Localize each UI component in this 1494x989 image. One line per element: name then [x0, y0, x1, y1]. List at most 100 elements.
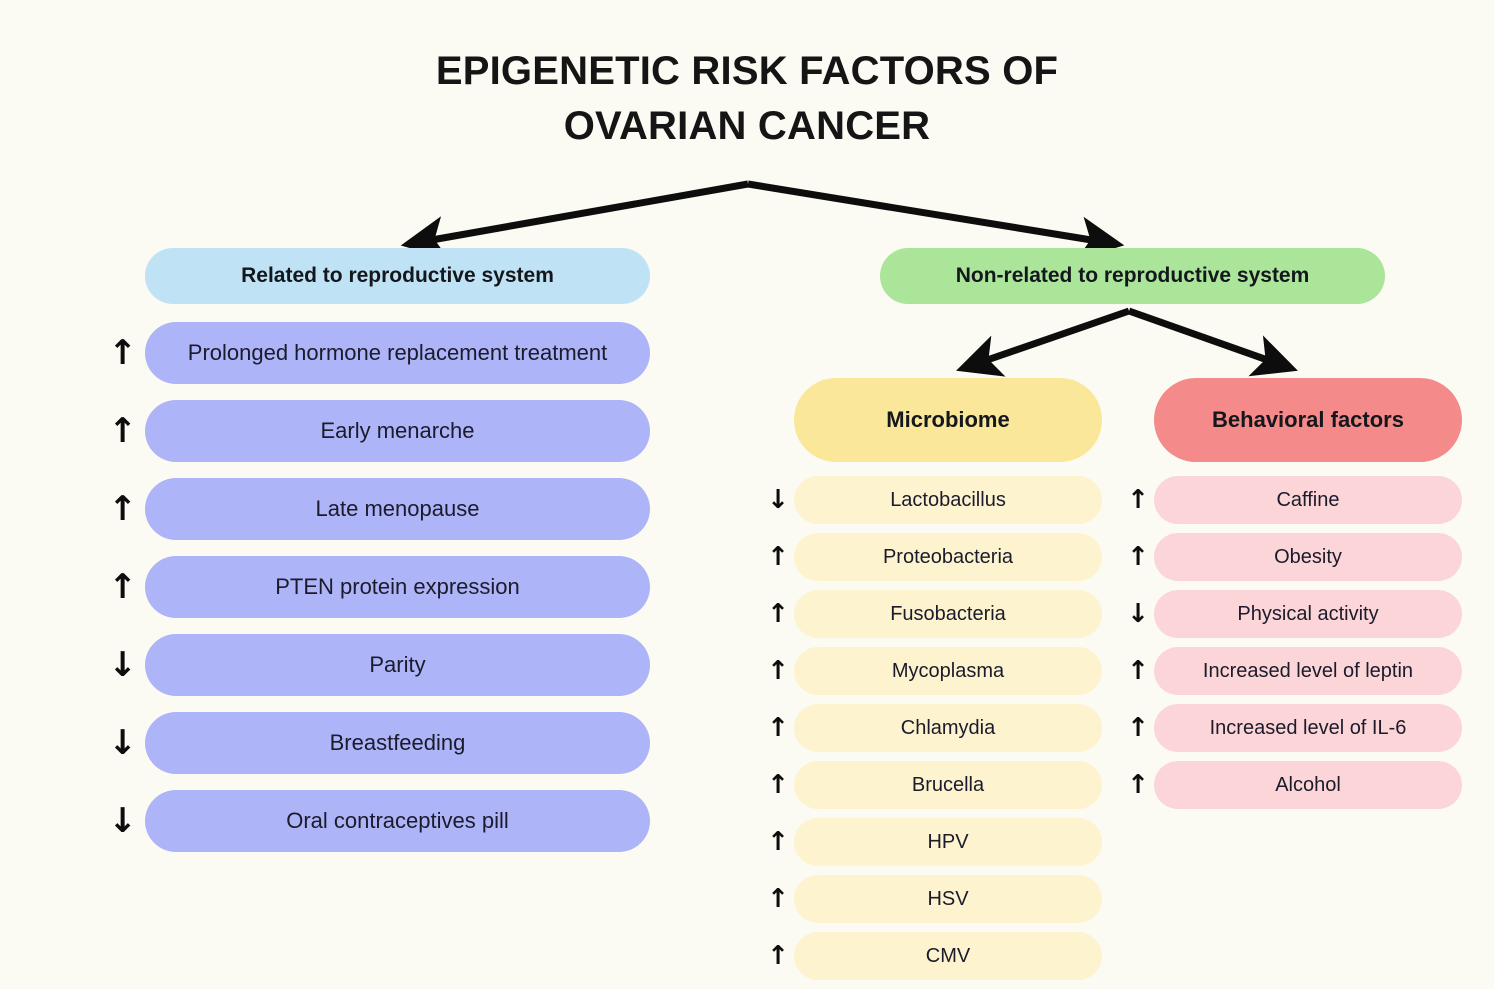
group-header-behavioral-factors[interactable]: Behavioral factors	[1154, 378, 1462, 462]
item-pill[interactable]: Late menopause	[145, 478, 650, 540]
item-label: Parity	[369, 651, 426, 677]
reproductive-item-row: ↑ Early menarche	[100, 400, 660, 462]
arrow-up-icon: ↑	[767, 884, 789, 914]
microbiome-item-row: ↑ Brucella	[762, 761, 1102, 809]
item-pill[interactable]: Parity	[145, 634, 650, 696]
item-pill[interactable]: Increased level of IL-6	[1154, 704, 1462, 752]
reproductive-item-row: ↓ Breastfeeding	[100, 712, 660, 774]
item-pill[interactable]: Physical activity	[1154, 590, 1462, 638]
item-pill[interactable]: HSV	[794, 875, 1102, 923]
arrow-up-icon: ↑	[1127, 713, 1149, 743]
branch-reproductive: Related to reproductive system ↑ Prolonge…	[100, 248, 660, 852]
behavioral-item-row: ↑ Alcohol	[1122, 761, 1462, 809]
arrow-down-icon: ↓	[108, 801, 137, 841]
item-pill[interactable]: Obesity	[1154, 533, 1462, 581]
page-title: EPIGENETIC RISK FACTORS OF OVARIAN CANCE…	[0, 44, 1494, 154]
reproductive-item-row: ↑ Prolonged hormone replacement treatment	[100, 322, 660, 384]
item-label: Increased level of leptin	[1202, 659, 1414, 682]
item-pill[interactable]: Mycoplasma	[794, 647, 1102, 695]
item-label: Lactobacillus	[890, 488, 1006, 511]
arrow-up-icon: ↑	[767, 656, 789, 686]
arrow-up-icon: ↑	[108, 411, 137, 451]
arrow-down-icon: ↓	[108, 723, 137, 763]
reproductive-item-row: ↓Parity	[100, 634, 660, 696]
item-label: Chlamydia	[900, 716, 996, 739]
arrow-up-icon: ↑	[767, 941, 789, 971]
connector-to-reproductive	[400, 180, 749, 260]
item-label: Mycoplasma	[891, 659, 1005, 682]
arrow-up-icon: ↑	[767, 599, 789, 629]
arrow-up-icon: ↑	[767, 827, 789, 857]
item-pill[interactable]: Breastfeeding	[145, 712, 650, 774]
item-pill[interactable]: Early menarche	[145, 400, 650, 462]
item-pill[interactable]: Oral contraceptives pill	[145, 790, 650, 852]
item-pill[interactable]: Lactobacillus	[794, 476, 1102, 524]
item-label: HPV	[927, 830, 969, 853]
item-pill[interactable]: Caffine	[1154, 476, 1462, 524]
branch-header-reproductive[interactable]: Related to reproductive system	[145, 248, 650, 304]
arrow-up-icon: ↑	[767, 542, 789, 572]
arrow-down-icon: ↓	[767, 485, 789, 515]
arrow-up-icon: ↑	[1127, 485, 1149, 515]
connector-to-microbiome	[956, 307, 1131, 377]
item-pill[interactable]: Prolonged hormone replacement treatment	[145, 322, 650, 384]
reproductive-item-row: ↑PTEN protein expression	[100, 556, 660, 618]
reproductive-item-list: ↑ Prolonged hormone replacement treatment…	[100, 322, 660, 852]
microbiome-item-row: ↑ HSV	[762, 875, 1102, 923]
item-label: Caffine	[1276, 488, 1340, 511]
connector-to-non-reproductive	[747, 180, 1125, 260]
item-label: Breastfeeding	[329, 729, 466, 755]
item-label: PTEN protein expression	[275, 573, 520, 599]
arrow-up-icon: ↑	[108, 489, 137, 529]
group-header-microbiome[interactable]: Microbiome	[794, 378, 1102, 462]
microbiome-item-row: ↑ CMV	[762, 932, 1102, 980]
item-label: Early menarche	[320, 417, 475, 443]
reproductive-item-row: ↑Late menopause	[100, 478, 660, 540]
behavioral-item-row: ↑ Caffine	[1122, 476, 1462, 524]
microbiome-item-row: ↑ Proteobacteria	[762, 533, 1102, 581]
behavioral-item-row: ↑ Increased level of IL-6	[1122, 704, 1462, 752]
arrow-up-icon: ↑	[1127, 656, 1149, 686]
item-label: Prolonged hormone replacement treatment	[187, 339, 608, 365]
item-label: Physical activity	[1237, 602, 1379, 625]
group-microbiome: Microbiome ↓ Lactobacillus ↑ Proteobacteria…	[762, 378, 1102, 980]
behavioral-item-list: ↑ Caffine ↑ Obesity ↓ Physical activity ↑ Incre…	[1122, 476, 1462, 809]
item-pill[interactable]: Brucella	[794, 761, 1102, 809]
item-pill[interactable]: Chlamydia	[794, 704, 1102, 752]
behavioral-item-row: ↑ Increased level of leptin	[1122, 647, 1462, 695]
title-line-2: OVARIAN CANCER	[563, 104, 931, 149]
item-pill[interactable]: Alcohol	[1154, 761, 1462, 809]
item-label: CMV	[925, 944, 971, 967]
item-label: Alcohol	[1275, 773, 1341, 796]
microbiome-item-list: ↓ Lactobacillus ↑ Proteobacteria ↑ Fusobacter…	[762, 476, 1102, 980]
item-pill[interactable]: CMV	[794, 932, 1102, 980]
item-label: Proteobacteria	[882, 545, 1014, 568]
arrow-up-icon: ↑	[767, 713, 789, 743]
item-pill[interactable]: Fusobacteria	[794, 590, 1102, 638]
branch-header-non-reproductive[interactable]: Non-related to reproductive system	[880, 248, 1385, 304]
item-pill[interactable]: Proteobacteria	[794, 533, 1102, 581]
connector-to-behavioral	[1127, 307, 1298, 377]
arrow-up-icon: ↑	[108, 333, 137, 373]
item-label: Oral contraceptives pill	[286, 807, 509, 833]
item-pill[interactable]: Increased level of leptin	[1154, 647, 1462, 695]
microbiome-item-row: ↑ Mycoplasma	[762, 647, 1102, 695]
item-pill[interactable]: PTEN protein expression	[145, 556, 650, 618]
item-label: Brucella	[911, 773, 985, 796]
behavioral-item-row: ↑ Obesity	[1122, 533, 1462, 581]
item-label: HSV	[927, 887, 969, 910]
arrow-up-icon: ↑	[1127, 542, 1149, 572]
arrow-down-icon: ↓	[1127, 599, 1149, 629]
microbiome-item-row: ↓ Lactobacillus	[762, 476, 1102, 524]
item-label: Obesity	[1274, 545, 1342, 568]
behavioral-item-row: ↓ Physical activity	[1122, 590, 1462, 638]
microbiome-item-row: ↑ Fusobacteria	[762, 590, 1102, 638]
item-label: Increased level of IL-6	[1209, 716, 1407, 739]
item-pill[interactable]: HPV	[794, 818, 1102, 866]
title-line-1: EPIGENETIC RISK FACTORS OF	[435, 49, 1059, 93]
item-label: Fusobacteria	[890, 602, 1006, 625]
arrow-up-icon: ↑	[1127, 770, 1149, 800]
arrow-up-icon: ↑	[767, 770, 789, 800]
microbiome-item-row: ↑ Chlamydia	[762, 704, 1102, 752]
